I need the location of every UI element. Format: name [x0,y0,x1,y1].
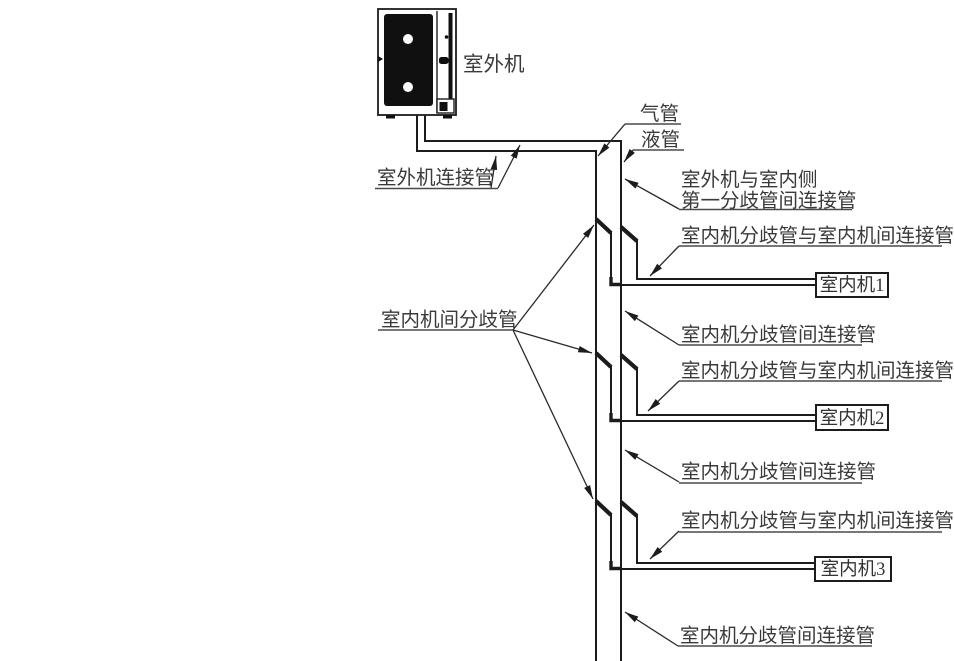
indoor-connect-pipe-label-3: 室内机分歧管与室内机间连接管 [681,510,954,532]
branch-1 [594,217,816,287]
leader-liquid-pipe [623,148,635,163]
unit-foot-left [386,115,395,119]
edge-mark-right [429,56,433,61]
branch-elbow-1 [609,277,620,287]
leader-branch-joint-b [512,329,593,354]
fan-hub-top [403,34,413,44]
branch-joint-left-3 [594,499,613,517]
outdoor-unit-drawing [377,8,457,119]
leader-indoor-connect-2 [647,380,680,412]
leader-gas-pipe [597,123,626,157]
between-branch-pipe-label-1: 室内机分歧管间连接管 [681,324,876,346]
gas-pipe-label: 气管 [640,103,679,125]
between-branch-pipe-label-2: 室内机分歧管间连接管 [681,461,876,483]
leader-between-branch-1 [624,310,680,346]
valve-box-detail [439,102,448,111]
leader-between-branch-3 [624,611,679,647]
branch-pipe-right-1 [636,239,816,280]
liquid-pipe-line [424,115,622,661]
outdoor-unit-label: 室外机 [463,53,525,76]
branch-joint-right-3 [619,500,639,518]
indoor-branch-joint-label: 室内机间分歧管 [381,309,518,331]
first-branch-pipe-label-line2: 第一分歧管间连接管 [681,190,857,212]
indoor-unit-2-box [815,404,889,431]
liquid-pipe-label: 液管 [641,129,680,151]
leader-branch-joint-a [512,224,595,331]
leader-outdoor-connect-a [490,155,498,189]
indoor-unit-1-label: 室内机1 [820,275,885,296]
text-labels: 室外机 气管 液管 室外机连接管 室外机与室内侧 第一分歧管间连接管 室内机分歧… [377,53,954,647]
indoor-unit-3-label: 室内机3 [821,559,886,580]
first-branch-pipe-label-line1: 室外机与室内侧 [681,169,818,191]
fan-hub-bottom [403,82,413,92]
branch-2 [594,351,816,423]
branch-elbow-3 [609,561,620,571]
branch-joint-right-1 [619,225,639,243]
leader-between-branch-2 [624,449,680,483]
leader-branch-joint-c [512,329,594,500]
leader-outdoor-connect-b [497,144,521,189]
branch-pipe-right-3 [636,514,815,564]
indoor-unit-2-label: 室内机2 [820,408,885,429]
main-pipes [416,115,622,661]
indoor-connect-pipe-label-1: 室内机分歧管与室内机间连接管 [681,225,954,247]
panel-screw [444,35,449,39]
branch-elbow-2 [609,413,620,423]
leader-lines [490,123,680,647]
edge-mark-left [378,56,383,62]
branch-joint-right-2 [619,353,639,371]
indoor-unit-1-box [815,272,889,298]
leader-indoor-connect-3 [649,530,680,560]
branch-pipe-right-2 [636,367,816,416]
between-branch-pipe-label-3: 室内机分歧管间连接管 [680,625,875,647]
leader-first-branch-pipe [624,178,680,210]
gas-pipe-line [416,115,597,661]
branch-joint-left-2 [594,351,613,369]
indoor-unit-boxes: 室内机1 室内机2 室内机3 [814,272,892,582]
panel-handle [439,57,449,64]
branch-3 [594,499,815,571]
leader-indoor-connect-1 [649,245,680,277]
indoor-connect-pipe-label-2: 室内机分歧管与室内机间连接管 [681,360,954,382]
outdoor-connecting-pipe-label: 室外机连接管 [377,167,494,189]
unit-foot-right [443,115,452,119]
label-underlines [375,123,942,647]
outdoor-unit-fan-grille [384,14,433,106]
indoor-unit-3-box [814,556,892,582]
branch-joint-left-1 [594,217,613,235]
